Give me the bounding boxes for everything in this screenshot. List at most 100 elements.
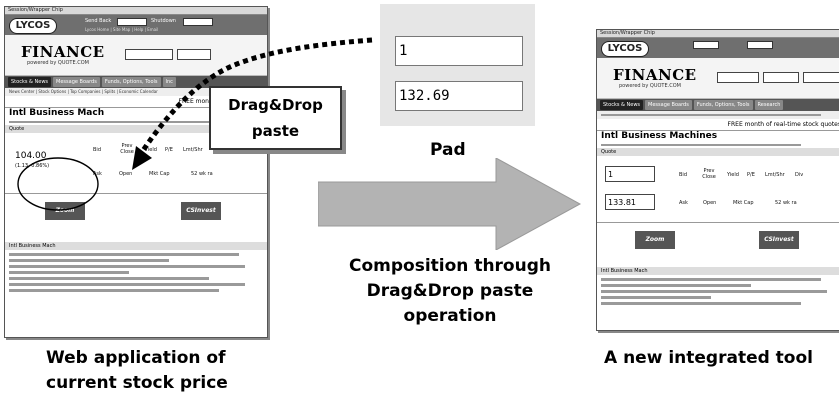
quote-label: Quote: [601, 149, 617, 155]
hdr-bid: Bid: [679, 172, 687, 178]
hdr-yield: Yield: [727, 172, 739, 178]
news-text: [5, 253, 267, 292]
tab-stocks-news[interactable]: Stocks & News: [600, 100, 644, 110]
tab-inc[interactable]: Inc: [162, 77, 176, 87]
news-title: Intl Business Mach: [601, 268, 648, 274]
window-title: Session/Wrapper Chip: [597, 30, 839, 38]
news-bar: Intl Business Mach: [597, 267, 839, 275]
hdr-52wk: 52 wk ra: [191, 171, 213, 177]
hdr-lmt: Lmt/Shr: [183, 147, 203, 153]
section-title: Intl Business Machines: [601, 131, 718, 141]
section-title: Intl Business Mach: [9, 108, 105, 118]
arrow-caption: Composition through Drag&Drop paste oper…: [320, 254, 580, 329]
hdr-52wk: 52 wk ra: [775, 200, 797, 206]
finance-logo: FINANCE: [21, 43, 105, 61]
callout-line-1: Drag&Drop: [228, 96, 323, 114]
left-caption-line-2: current stock price: [46, 373, 228, 393]
quote-area: 1 133.81 Bid Prev Close Yield P/E Lmt/Sh…: [597, 156, 839, 222]
finance-logo: FINANCE: [613, 66, 697, 84]
hdr-ask: Ask: [679, 200, 688, 206]
quote-bar: Quote: [597, 148, 839, 156]
integrated-field-2[interactable]: 133.81: [605, 194, 655, 210]
hdr-prev-close: Prev Close: [120, 143, 134, 155]
sponsor-logo-left[interactable]: Zoom Starburst: [635, 231, 675, 261]
quote-select[interactable]: [763, 72, 799, 83]
promo-banner[interactable]: FREE month of real-time stock quotes: [597, 119, 839, 131]
finance-powered: powered by QUOTE.COM: [619, 83, 681, 89]
hdr-div: Div: [213, 147, 222, 153]
toolbar-field-2[interactable]: [183, 18, 213, 26]
left-caption: Web application of current stock price: [46, 346, 228, 396]
hdr-bid: Bid: [93, 147, 101, 153]
hdr-ask: Ask: [93, 171, 102, 177]
finance-nav: Stocks & News Message Boards Funds, Opti…: [597, 99, 839, 111]
sub-nav[interactable]: [597, 111, 839, 119]
toolbar-field-1[interactable]: [693, 41, 719, 49]
symbol-input[interactable]: [717, 72, 759, 83]
right-browser-window: Session/Wrapper Chip LYCOS FINANCE power…: [596, 29, 839, 331]
sponsor-logo-right[interactable]: CSInvest: [181, 202, 221, 220]
tab-message-boards[interactable]: Message Boards: [645, 100, 692, 110]
pad-panel: 1 132.69: [380, 4, 535, 126]
toolbar-label-send: Send Back: [85, 18, 112, 24]
hdr-mkt-cap: Mkt Cap: [733, 200, 754, 206]
left-caption-line-1: Web application of: [46, 348, 226, 368]
sponsor-row: Zoom Starburst CSInvest: [5, 193, 267, 236]
tab-research[interactable]: Research: [754, 100, 784, 110]
quote-label: Quote: [9, 126, 25, 132]
toolbar-label-shutdown: Shutdown: [151, 18, 176, 24]
hdr-lmt: Lmt/Shr: [765, 172, 785, 178]
quote-select[interactable]: [177, 49, 211, 60]
tab-funds[interactable]: Funds, Options, Tools: [693, 100, 753, 110]
hdr-open: Open: [119, 171, 133, 177]
tab-funds[interactable]: Funds, Options, Tools: [101, 77, 161, 87]
pad-label: Pad: [430, 140, 466, 160]
section-links: [5, 119, 267, 125]
drag-arrowhead-icon: [132, 146, 152, 170]
hdr-prev-close: Prev Close: [702, 168, 716, 180]
arrow-caption-line-2: Drag&Drop paste operation: [366, 281, 534, 326]
drag-path: [139, 37, 373, 154]
sponsor-logo-right[interactable]: CSInvest: [759, 231, 799, 249]
pad-field-1[interactable]: 1: [395, 36, 523, 66]
hdr-pe: P/E: [747, 172, 755, 178]
sponsor-logo-left[interactable]: Zoom Starburst: [45, 202, 85, 232]
hdr-mkt-cap: Mkt Cap: [149, 171, 170, 177]
sponsor-row: Zoom Starburst CSInvest: [597, 222, 839, 263]
toolbar: LYCOS: [597, 38, 839, 58]
toolbar: LYCOS Send Back Shutdown Lycos Home | Si…: [5, 15, 267, 35]
big-quote: 104.00: [15, 151, 47, 161]
toolbar-field-2[interactable]: [747, 41, 773, 49]
sub-nav[interactable]: News Center | Stock Options | Top Compan…: [5, 88, 267, 96]
lycos-logo: LYCOS: [601, 41, 649, 57]
hdr-yield: Yield: [145, 147, 157, 153]
integrated-field-1[interactable]: 1: [605, 166, 655, 182]
finance-nav: Stocks & News Message Boards Funds, Opti…: [5, 76, 267, 88]
right-caption: A new integrated tool: [604, 348, 813, 368]
hdr-div: Div: [795, 172, 804, 178]
drag-drop-callout: Drag&Drop paste: [209, 86, 342, 150]
toolbar-field-1[interactable]: [117, 18, 147, 26]
hdr-open: Open: [703, 200, 717, 206]
quote-bar: Quote: [5, 125, 267, 133]
finance-header: FINANCE powered by QUOTE.COM: [597, 58, 839, 99]
submit-button[interactable]: [803, 72, 839, 83]
section-links: [597, 142, 839, 148]
arrow-caption-line-1: Composition through: [349, 256, 551, 276]
finance-header: FINANCE powered by QUOTE.COM: [5, 35, 267, 76]
news-text: [597, 278, 839, 305]
news-title: Intl Business Mach: [9, 243, 56, 249]
news-bar: Intl Business Mach: [5, 242, 267, 250]
quote-area: 104.00 (1.13, 0.86%) Bid Prev Close Yiel…: [5, 133, 267, 193]
symbol-input[interactable]: [125, 49, 173, 60]
callout-line-2: paste: [251, 122, 300, 140]
toolbar-links[interactable]: Lycos Home | Site Map | Help | Email: [85, 27, 159, 32]
hdr-pe: P/E: [165, 147, 173, 153]
tab-stocks-news[interactable]: Stocks & News: [8, 77, 52, 87]
lycos-logo: LYCOS: [9, 18, 57, 34]
window-title: Session/Wrapper Chip: [5, 7, 267, 15]
pad-field-2[interactable]: 132.69: [395, 81, 523, 111]
composition-arrow-icon: [318, 158, 582, 250]
tab-message-boards[interactable]: Message Boards: [53, 77, 100, 87]
